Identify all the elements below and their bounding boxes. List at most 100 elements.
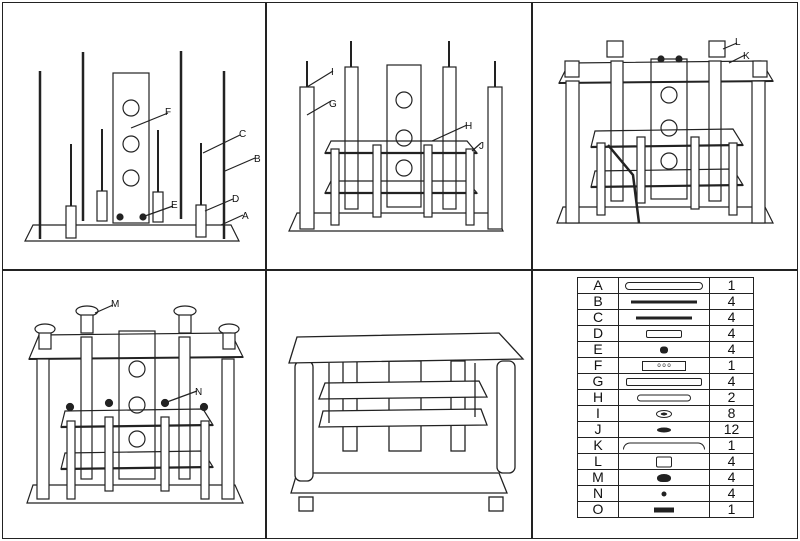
short-threaded-rod-icon bbox=[636, 316, 692, 319]
part-quantity: 8 bbox=[709, 405, 754, 422]
part-picture bbox=[618, 453, 710, 470]
part-picture bbox=[618, 389, 710, 406]
part-picture bbox=[618, 501, 710, 518]
step-4-panel: M N bbox=[2, 270, 266, 539]
back-panel-F bbox=[112, 72, 150, 224]
step-4-illustration: M N bbox=[26, 299, 244, 504]
part-letter: J bbox=[577, 421, 619, 438]
callout-F: F bbox=[165, 107, 171, 118]
part-quantity: 1 bbox=[709, 357, 754, 374]
small-cap-icon bbox=[661, 491, 667, 496]
part-quantity: 1 bbox=[709, 437, 754, 454]
part-letter: H bbox=[577, 389, 619, 406]
part-quantity: 1 bbox=[709, 277, 754, 294]
part-quantity: 4 bbox=[709, 469, 754, 486]
part-quantity: 4 bbox=[709, 309, 754, 326]
long-threaded-rod-icon bbox=[631, 300, 697, 303]
part-picture bbox=[618, 341, 710, 358]
part-letter: B bbox=[577, 293, 619, 310]
callout-N: N bbox=[195, 387, 202, 398]
step-5-finished-illustration bbox=[288, 332, 525, 512]
callout-E: E bbox=[171, 200, 178, 211]
callout-M: M bbox=[111, 299, 119, 310]
part-letter: F bbox=[577, 357, 619, 374]
step-3-illustration: L K bbox=[556, 37, 775, 224]
callout-L: L bbox=[735, 37, 741, 48]
part-letter: I bbox=[577, 405, 619, 422]
washer-icon bbox=[656, 409, 672, 418]
part-letter: D bbox=[577, 325, 619, 342]
part-letter: C bbox=[577, 309, 619, 326]
callout-B: B bbox=[254, 154, 261, 165]
part-picture bbox=[618, 293, 710, 310]
back-panel-icon: o o o bbox=[642, 360, 686, 371]
part-picture bbox=[618, 405, 710, 422]
part-picture bbox=[618, 437, 710, 454]
part-picture bbox=[618, 469, 710, 486]
part-letter: E bbox=[577, 341, 619, 358]
callout-I: I bbox=[331, 67, 334, 78]
part-letter: G bbox=[577, 373, 619, 390]
part-quantity: 4 bbox=[709, 325, 754, 342]
part-letter: N bbox=[577, 485, 619, 502]
callout-A: A bbox=[242, 211, 249, 222]
step-5-panel bbox=[266, 270, 532, 539]
step-3-panel: L K bbox=[532, 2, 798, 270]
part-picture bbox=[618, 373, 710, 390]
step-1-panel: F C B D E A bbox=[2, 2, 266, 270]
allen-key-icon bbox=[654, 507, 674, 512]
part-letter: O bbox=[577, 501, 619, 518]
top-glass-shelf-icon bbox=[623, 442, 705, 449]
step-2-illustration: I G H J bbox=[288, 41, 504, 232]
part-quantity: 4 bbox=[709, 485, 754, 502]
part-letter: L bbox=[577, 453, 619, 470]
part-picture bbox=[618, 485, 710, 502]
clip-icon bbox=[660, 346, 668, 353]
part-quantity: 2 bbox=[709, 389, 754, 406]
step-1-illustration: F C B D E A bbox=[24, 51, 261, 242]
part-letter: K bbox=[577, 437, 619, 454]
part-picture bbox=[618, 325, 710, 342]
part-quantity: 12 bbox=[709, 421, 754, 438]
callout-C: C bbox=[239, 129, 246, 140]
part-quantity: 4 bbox=[709, 453, 754, 470]
part-picture bbox=[618, 421, 710, 438]
parts-list-row: J 12 bbox=[577, 421, 754, 438]
callout-G: G bbox=[329, 99, 337, 110]
base-shelf-A bbox=[24, 224, 240, 242]
spacer-icon bbox=[657, 427, 671, 432]
part-quantity: 1 bbox=[709, 501, 754, 518]
step-2-panel: I G H J bbox=[266, 2, 532, 270]
part-letter: A bbox=[577, 277, 619, 294]
base-glass-shelf-icon bbox=[625, 281, 703, 290]
part-quantity: 4 bbox=[709, 341, 754, 358]
middle-glass-shelf-icon bbox=[637, 394, 691, 401]
part-picture bbox=[618, 309, 710, 326]
callout-J: J bbox=[479, 141, 484, 152]
part-picture: o o o bbox=[618, 357, 710, 374]
callout-D: D bbox=[232, 194, 239, 205]
short-tube-icon bbox=[646, 329, 682, 338]
part-quantity: 4 bbox=[709, 373, 754, 390]
callout-K: K bbox=[743, 51, 750, 62]
top-finial-icon bbox=[657, 473, 671, 482]
part-picture bbox=[618, 277, 710, 294]
cap-connector-icon bbox=[656, 456, 672, 467]
long-tube-icon bbox=[626, 377, 702, 386]
callout-H: H bbox=[465, 121, 472, 132]
